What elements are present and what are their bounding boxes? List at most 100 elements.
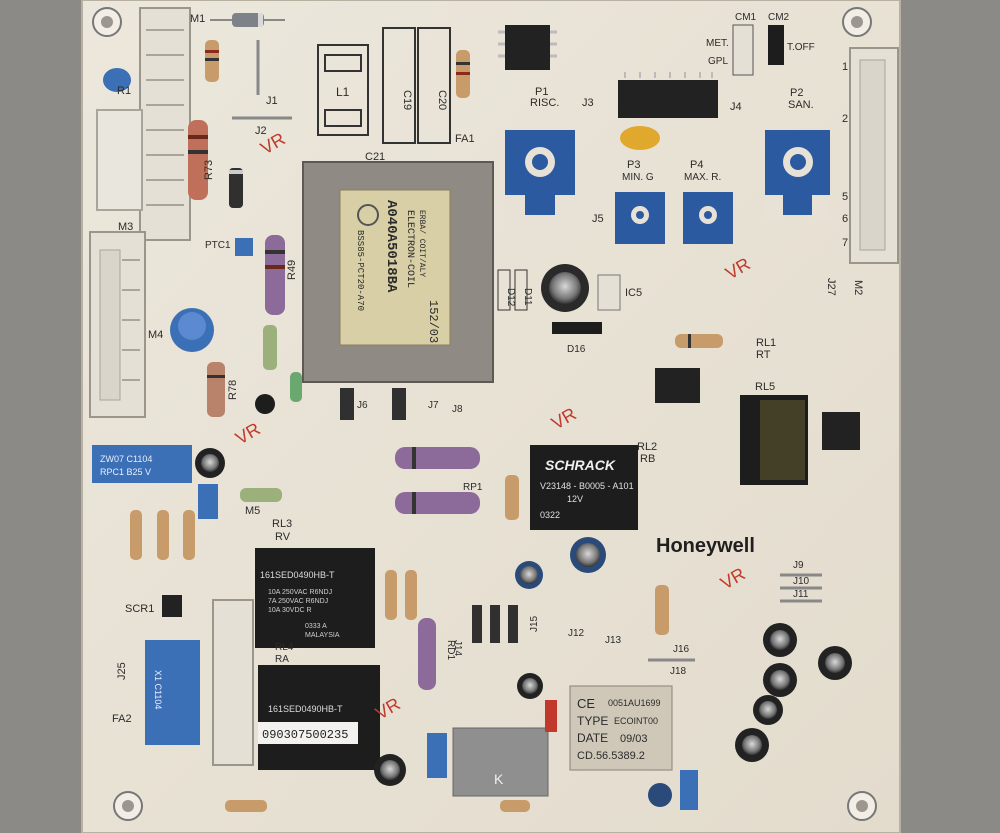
label-rt: RT [756,349,771,361]
label-p2: P2 [790,87,803,99]
diode-array [472,605,518,643]
diode-j7 [392,388,406,420]
rl3-rating3: 10A 30VDC R [268,607,312,614]
label-j9: J9 [793,560,804,571]
label-rv: RV [275,531,291,543]
resistor-small-green [290,372,302,402]
blue-capacitor-r1 [103,68,131,92]
diode-d16 [552,322,602,334]
type-label: TYPE [577,714,608,728]
ic-dip14 [618,72,718,118]
diode-top [210,13,285,27]
transformer-date: 152/03 [426,300,440,343]
pin-2: 2 [842,113,848,125]
label-met: MET. [706,38,729,49]
potentiometer-p2[interactable] [765,130,830,220]
resistor-r73 [188,120,208,200]
label-san: SAN. [788,99,814,111]
transformer-brand-sub: ERBA/ COIT/ALY [417,210,426,277]
resistor-bank [130,510,195,560]
label-j18: J18 [670,666,687,677]
ce-number: 0051AU1699 [608,698,661,708]
label-j13: J13 [605,635,622,646]
label-cm2: CM2 [768,12,790,23]
d12-outline [497,269,511,311]
transformer-part: A040A5018BA [383,200,399,293]
jumper-cm2[interactable] [768,25,784,65]
rl3-part: 161SED0490HB-T [260,570,335,580]
ic5-connector [597,274,621,311]
resistor-bottom [225,800,530,812]
pin-1: 1 [842,61,848,73]
electrolytic-cap-bottom [374,754,406,786]
resistor-j16 [655,585,669,635]
label-rl1: RL1 [756,337,776,349]
date-label: DATE [577,731,608,745]
ptc1-component [235,238,253,256]
label-ra: RA [275,654,289,665]
label-rd1: RD1 [445,640,456,660]
label-m5: M5 [245,505,260,517]
label-rl5: RL5 [755,381,775,393]
label-ptc1: PTC1 [205,240,231,251]
label-j27: J27 [825,278,837,296]
relay-schrack [530,445,638,530]
transistor-1 [255,394,275,414]
inductor-l1-outline [317,44,369,136]
rl3-rating1: 10A 250VAC R6NDJ [268,589,332,596]
potentiometer-p1[interactable] [505,130,575,220]
label-m3: M3 [118,221,133,233]
label-j8: J8 [452,404,463,415]
electrolytic-cap-bottom-right [648,783,672,807]
pin-6: 6 [842,213,848,225]
electrolytic-cap-small [195,448,225,478]
ce-label-sticker [569,685,673,771]
label-scr1: SCR1 [125,603,154,615]
label-j25: J25 [116,662,128,680]
label-min-g: MIN. G [622,172,654,183]
jumper-cm1[interactable] [732,24,754,76]
resistor-green [263,325,277,370]
rl3-origin: MALAYSIA [305,632,340,639]
label-rl2: RL2 [637,441,657,453]
schrack-part: V23148 - B0005 - A101 [540,481,634,491]
label-p3: P3 [627,159,640,171]
label-j2: J2 [255,125,267,137]
potentiometer-p3[interactable] [615,192,665,244]
relay-rl4 [258,665,380,770]
label-j7: J7 [428,400,439,411]
rl4-part: 161SED0490HB-T [268,704,343,714]
diode-red [545,700,557,732]
potentiometer-p4[interactable] [683,192,733,244]
type-value: ECOINT00 [614,716,658,726]
resistor-rd1 [418,618,436,690]
c20-outline [417,27,451,144]
label-p1: P1 [535,86,548,98]
label-fa2: FA2 [112,713,132,725]
diode-j6 [340,388,354,420]
label-j11: J11 [793,589,809,600]
diode-left [229,168,243,208]
label-j6: J6 [357,400,368,411]
label-gpl: GPL [708,56,728,67]
honeywell-logo: Honeywell [656,535,755,557]
mounting-hole-br [847,791,877,821]
transformer-code: BSS85-PCT20-A70 [355,230,365,311]
connector-m2 [849,47,899,264]
jumper-wires-j9-j11 [780,573,822,603]
ic-optocoupler [655,368,700,403]
label-rb: RB [640,453,655,465]
rl3-rating2: 7A 250VAC R6NDJ [268,598,328,605]
electrolytic-cap-blue [170,308,214,352]
resistor-vertical-center [505,475,519,520]
resistor-vertical [456,50,470,98]
mounting-hole-tl [92,7,122,37]
label-risc: RISC. [530,97,559,109]
label-p4: P4 [690,159,703,171]
label-j5: J5 [592,213,604,225]
label-c21: C21 [365,151,385,163]
label-d12: D12 [505,288,516,307]
small-cap-blue-br [680,770,698,810]
serial-sticker [258,722,358,744]
